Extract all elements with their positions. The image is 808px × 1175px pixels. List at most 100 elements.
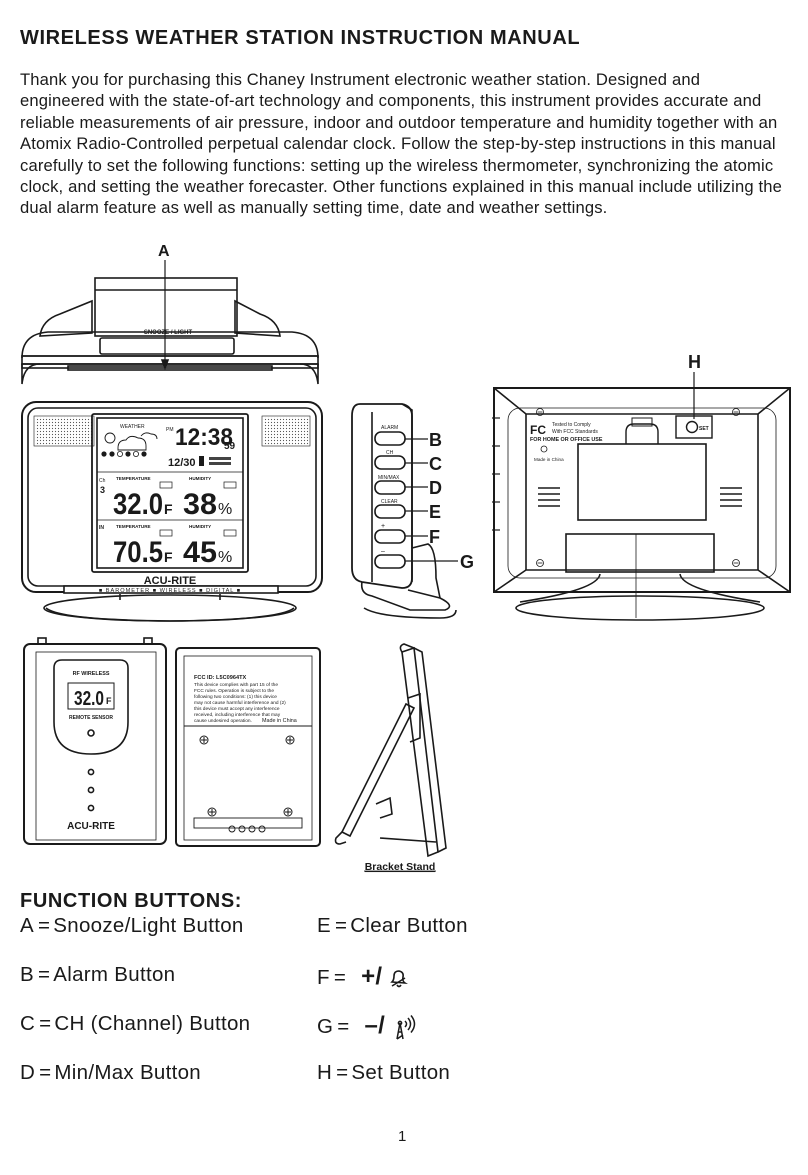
product-illustration: SNOOZE / LIGHT A WEATHER PM 12:38 59 [21,243,791,873]
back-made-in: Made in China [534,457,564,462]
fcc-logo: FC [530,423,546,437]
callout-b: B [429,430,442,450]
function-equals: = [336,1061,349,1084]
intro-paragraph: Thank you for purchasing this Chaney Ins… [20,70,782,218]
function-label-b: Alarm Button [53,963,176,986]
lcd-out-temp-label: TEMPERATURE [116,476,151,481]
function-item-e: E=Clear Button [317,914,468,938]
sensor-unit: F [106,696,112,706]
lcd-in-temp-label: TEMPERATURE [116,524,151,529]
lcd-time: 12:38 [175,424,233,451]
side-label-ch: CH [386,450,394,456]
sensor-back-drawing: FCC ID: L5C0964TX This device complies w… [175,647,321,847]
function-equals: = [337,1015,350,1038]
sensor-remote-label: REMOTE SENSOR [69,715,113,721]
lcd-outdoor-temp: 32.0 [113,488,163,521]
function-equals: = [39,1012,52,1035]
function-label-a: Snooze/Light Button [53,914,244,937]
function-item-c: C=CH (Channel) Button [20,1012,250,1036]
back-view-drawing: FC Tested to Comply With FCC Standards F… [492,352,791,621]
top-view-snooze-label: SNOOZE / LIGHT [144,330,193,336]
sensor-reading: 32.0 [74,688,104,710]
side-buttons: ALARM CH MIN/MAX CLEAR + – [374,425,406,569]
lcd-seconds: 59 [224,441,236,452]
bracket-stand-drawing: Bracket Stand [334,643,447,873]
function-item-b: B=Alarm Button [20,963,175,987]
sensor-fcc-line-3: following two conditions: (1) this devic… [194,694,277,700]
side-view-drawing: ALARM CH MIN/MAX CLEAR + – B C D E F G [351,403,474,619]
function-item-f: F= +/ [317,963,409,991]
callout-e: E [429,502,441,522]
sensor-fcc-line-5: this device must accept any interference [194,706,280,712]
function-symbol-g: –/ [364,1012,386,1039]
function-label-e: Clear Button [350,914,468,937]
function-key-d: D [20,1061,36,1084]
callout-h: H [688,352,701,372]
front-brand-logo: ACU-RITE [144,575,197,587]
function-label-h: Set Button [351,1061,451,1084]
lcd-weather-label: WEATHER [120,424,145,430]
top-view-drawing: SNOOZE / LIGHT A [21,243,319,385]
callout-d: D [429,478,442,498]
sensor-fcc-line-7: cause undesired operation. [194,718,252,724]
function-label-d: Min/Max Button [54,1061,202,1084]
function-equals: = [39,1061,52,1084]
lcd-outdoor-humidity: 38 [183,488,217,521]
lcd-in-humidity-label: HUMIDITY [189,524,211,529]
function-symbol-f: +/ [361,963,383,990]
function-key-h: H [317,1061,333,1084]
set-button-label: SET [699,426,709,432]
lcd-outdoor-percent: % [218,501,232,518]
callout-c: C [429,454,442,474]
callout-a: A [158,243,170,260]
fcc-home-office: FOR HOME OR OFFICE USE [530,437,603,443]
callout-g: G [460,552,474,572]
side-label-clear: CLEAR [381,499,398,505]
function-equals: = [333,966,347,989]
page-number: 1 [398,1128,407,1145]
front-bezel-text: ■ BAROMETER ■ WIRELESS ■ DIGITAL ■ [99,588,241,594]
lcd-channel-label: Ch [99,478,106,484]
function-key-f: F [317,966,330,989]
function-key-e: E [317,914,331,937]
sensor-back-made-in: Made in China [262,718,297,724]
moon-phase-icons [101,450,147,457]
function-key-c: C [20,1012,36,1035]
sensor-brand: ACU-RITE [67,821,115,832]
side-label-plus: + [381,523,385,530]
fcc-tested: Tested to Comply [552,422,591,428]
document-title: WIRELESS WEATHER STATION INSTRUCTION MAN… [20,27,581,49]
function-item-a: A=Snooze/Light Button [20,914,244,938]
function-key-g: G [317,1015,334,1038]
sensor-front-drawing: RF WIRELESS 32.0 F REMOTE SENSOR ACU-RIT… [23,637,167,845]
lcd-indoor-unit: F [164,549,173,565]
fcc-standards: With FCC Standards [552,429,598,435]
sensor-fcc-line-2: FCC rules. Operation is subject to the [194,688,274,694]
lcd-out-humidity-label: HUMIDITY [189,476,211,481]
function-equals: = [334,914,348,937]
sensor-fcc-line-4: may not cause harmful interference and (… [194,700,286,706]
sensor-fcc-id: FCC ID: L5C0964TX [194,675,246,681]
side-label-minus: – [381,548,385,555]
side-label-alarm: ALARM [381,425,398,431]
function-equals: = [37,914,51,937]
lcd-pm-label: PM [166,427,174,433]
alarm-bell-icon [390,969,409,987]
lcd-indoor-humidity: 45 [183,536,217,569]
function-equals: = [37,963,51,986]
function-item-d: D=Min/Max Button [20,1061,201,1085]
sensor-fcc-line-1: This device complies with part 15 of the [194,682,278,688]
lcd-outdoor-unit: F [164,501,173,517]
front-view-drawing: WEATHER PM 12:38 59 12/30 Ch 3 TEMPERATU… [21,401,323,622]
function-item-h: H=Set Button [317,1061,450,1085]
weather-forecast-icon [104,432,158,451]
sensor-rf-label: RF WIRELESS [73,671,110,677]
lcd-channel-number: 3 [100,485,105,495]
function-key-a: A [20,914,34,937]
speaker-grille-left [33,415,311,447]
lcd-date: 12/30 [168,457,196,469]
lcd-indoor-percent: % [218,549,232,566]
sensor-fcc-line-6: received, including interference that ma… [194,712,281,718]
lcd-in-label: IN [99,525,104,531]
lcd-indoor-temp: 70.5 [113,536,163,569]
